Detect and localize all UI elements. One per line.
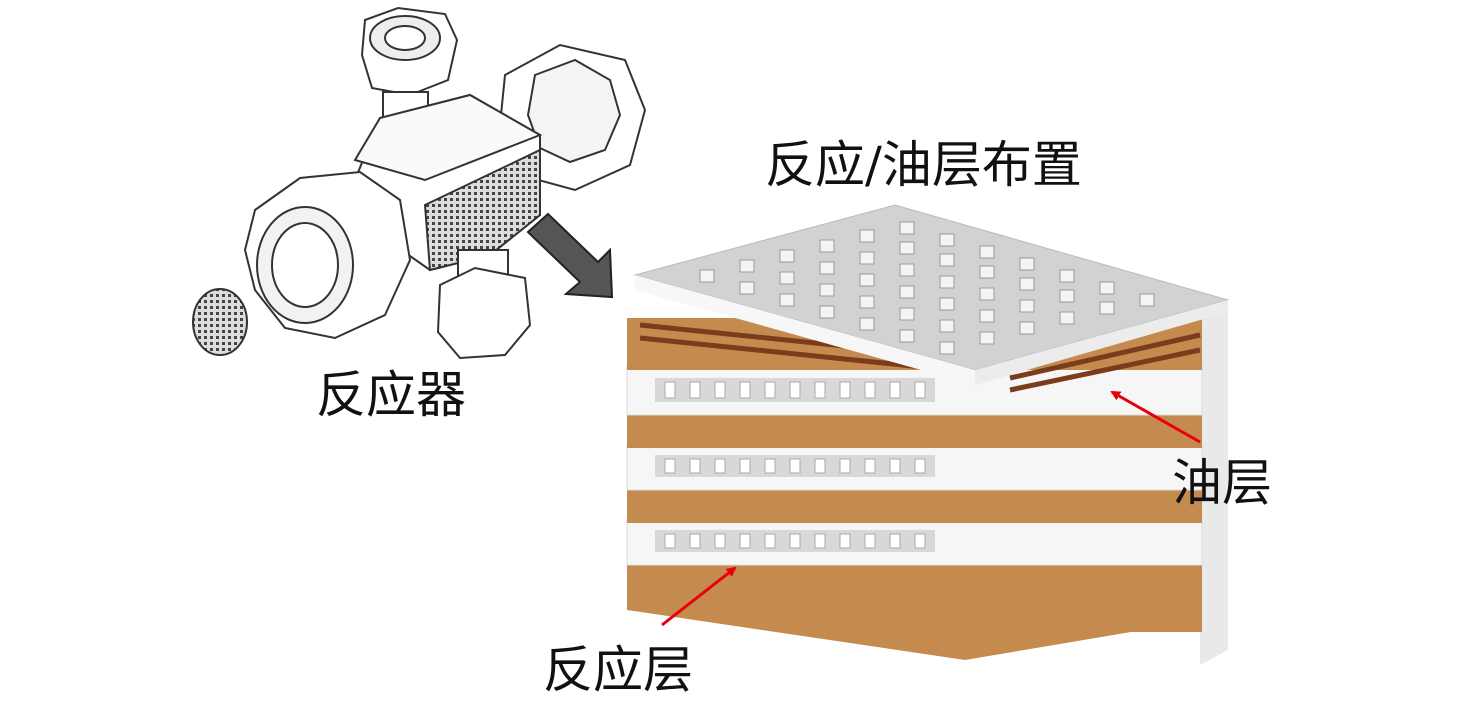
oil-layer-2 bbox=[627, 410, 1202, 448]
bottom-nut bbox=[436, 266, 532, 360]
reactor-mesh-window bbox=[423, 148, 541, 272]
label-oil-layer: 油层 bbox=[1172, 454, 1272, 512]
label-layer-layout: 反应/油层布置 bbox=[765, 136, 1082, 194]
label-reactor: 反应器 bbox=[316, 366, 466, 424]
reactor-drawing bbox=[192, 6, 647, 360]
reaction-layer-pointer bbox=[661, 566, 737, 627]
label-reaction-layer: 反应层 bbox=[543, 641, 693, 699]
oil-layer-3 bbox=[627, 485, 1202, 523]
frit-disc bbox=[192, 288, 248, 356]
oil-layer-pointer bbox=[1110, 390, 1201, 444]
pointer-arrow bbox=[526, 212, 614, 299]
layer-stack bbox=[626, 204, 1230, 665]
